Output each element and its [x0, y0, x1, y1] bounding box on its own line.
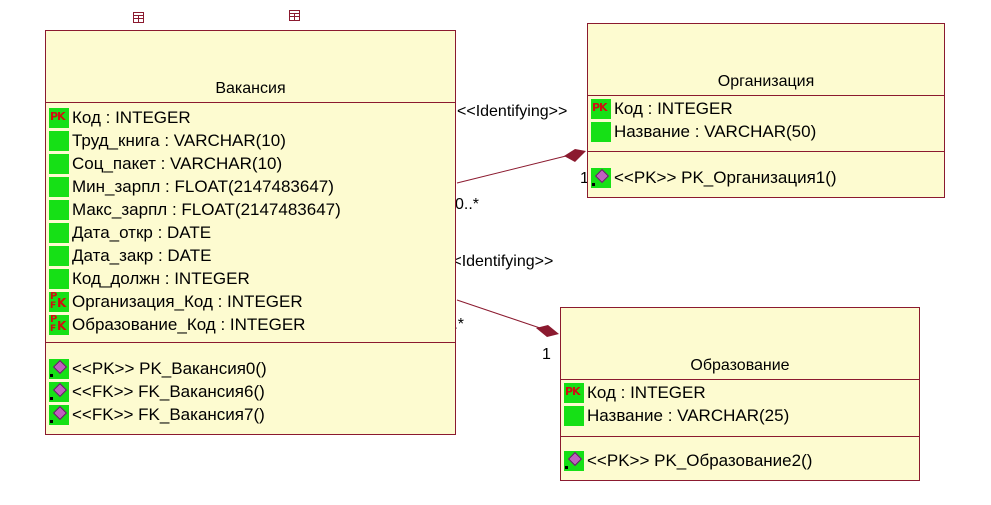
operation-list: <<PK>> PK_Вакансия0() <<FK>> FK_Вакансия… — [46, 343, 455, 426]
entity-title: Организация — [588, 24, 944, 96]
entity-organization[interactable]: Организация Код : INTEGER Название : VAR… — [587, 23, 945, 198]
attribute-text: Дата_откр : DATE — [72, 222, 212, 242]
operation-list: <<PK>> PK_Образование2() — [561, 437, 919, 472]
operation-icon — [591, 167, 611, 188]
operation-icon — [49, 381, 69, 402]
operation-icon — [49, 358, 69, 379]
column-icon — [591, 121, 611, 142]
attribute-list: Код : INTEGER Название : VARCHAR(25) — [561, 380, 919, 437]
column-icon — [49, 268, 69, 289]
multiplicity-to-education: 1 — [542, 346, 551, 363]
attribute-list: Код : INTEGER Название : VARCHAR(50) — [588, 96, 944, 152]
attribute-text: Дата_закр : DATE — [72, 245, 212, 265]
relation-line-organization — [456, 154, 571, 184]
operation-text: <<PK>> PK_Образование2() — [587, 450, 813, 470]
attribute-row[interactable]: Код_должн : INTEGER — [46, 267, 455, 290]
table-icon — [289, 10, 300, 21]
multiplicity-from-organization: 0..* — [455, 196, 480, 213]
operation-text: <<FK>> FK_Вакансия7() — [72, 404, 265, 424]
column-icon — [564, 405, 584, 426]
operation-row[interactable]: <<PK>> PK_Вакансия0() — [46, 357, 455, 380]
attribute-row[interactable]: Название : VARCHAR(50) — [588, 120, 944, 143]
attribute-row[interactable]: Код : INTEGER — [561, 381, 919, 404]
attribute-text: Мин_зарпл : FLOAT(2147483647) — [72, 176, 334, 196]
operation-row[interactable]: <<FK>> FK_Вакансия7() — [46, 403, 455, 426]
column-icon — [49, 222, 69, 243]
attribute-row[interactable]: Макс_зарпл : FLOAT(2147483647) — [46, 198, 455, 221]
primary-key-icon — [591, 98, 611, 119]
primary-key-icon — [564, 382, 584, 403]
entity-title: Образование — [561, 308, 919, 380]
table-icon — [133, 12, 144, 23]
attribute-row[interactable]: Код : INTEGER — [46, 106, 455, 129]
column-icon — [49, 176, 69, 197]
relation-stereotype-education: <<Identifying>> — [443, 253, 554, 270]
attribute-row[interactable]: Соц_пакет : VARCHAR(10) — [46, 152, 455, 175]
attribute-text: Организация_Код : INTEGER — [72, 291, 303, 311]
attribute-text: Код_должн : INTEGER — [72, 268, 250, 288]
primary-foreign-key-icon: F — [49, 314, 69, 335]
operation-text: <<PK>> PK_Организация1() — [614, 167, 837, 187]
operation-row[interactable]: <<PK>> PK_Организация1() — [588, 166, 944, 189]
attribute-text: Соц_пакет : VARCHAR(10) — [72, 153, 283, 173]
attribute-text: Макс_зарпл : FLOAT(2147483647) — [72, 199, 341, 219]
attribute-row[interactable]: Дата_закр : DATE — [46, 244, 455, 267]
entity-education[interactable]: Образование Код : INTEGER Название : VAR… — [560, 307, 920, 481]
primary-key-icon — [49, 107, 69, 128]
primary-foreign-key-icon: F — [49, 291, 69, 312]
attribute-row[interactable]: Мин_зарпл : FLOAT(2147483647) — [46, 175, 455, 198]
operation-icon — [49, 404, 69, 425]
column-icon — [49, 153, 69, 174]
operation-row[interactable]: <<FK>> FK_Вакансия6() — [46, 380, 455, 403]
attribute-row[interactable]: FОбразование_Код : INTEGER — [46, 313, 455, 336]
attribute-text: Труд_книга : VARCHAR(10) — [72, 130, 286, 150]
attribute-row[interactable]: Труд_книга : VARCHAR(10) — [46, 129, 455, 152]
column-icon — [49, 199, 69, 220]
multiplicity-to-organization: 1 — [580, 170, 589, 187]
attribute-row[interactable]: Название : VARCHAR(25) — [561, 404, 919, 427]
attribute-text: Образование_Код : INTEGER — [72, 314, 306, 334]
relation-stereotype-organization: <<Identifying>> — [457, 103, 568, 120]
operation-text: <<FK>> FK_Вакансия6() — [72, 381, 265, 401]
attribute-text: Код : INTEGER — [72, 107, 191, 127]
attribute-text: Название : VARCHAR(25) — [587, 405, 790, 425]
column-icon — [49, 130, 69, 151]
aggregation-diamond-organization — [564, 149, 586, 162]
attribute-row[interactable]: FОрганизация_Код : INTEGER — [46, 290, 455, 313]
entity-vacancy[interactable]: Вакансия Код : INTEGER Труд_книга : VARC… — [45, 30, 456, 435]
attribute-text: Код : INTEGER — [587, 382, 706, 402]
relation-line-education — [456, 299, 541, 329]
operation-row[interactable]: <<PK>> PK_Образование2() — [561, 449, 919, 472]
attribute-row[interactable]: Код : INTEGER — [588, 97, 944, 120]
attribute-list: Код : INTEGER Труд_книга : VARCHAR(10) С… — [46, 103, 455, 343]
operation-list: <<PK>> PK_Организация1() — [588, 152, 944, 189]
operation-text: <<PK>> PK_Вакансия0() — [72, 358, 267, 378]
operation-icon — [564, 450, 584, 471]
column-icon — [49, 245, 69, 266]
attribute-text: Код : INTEGER — [614, 98, 733, 118]
aggregation-diamond-education — [536, 325, 559, 337]
attribute-row[interactable]: Дата_откр : DATE — [46, 221, 455, 244]
entity-title: Вакансия — [46, 31, 455, 103]
attribute-text: Название : VARCHAR(50) — [614, 121, 817, 141]
